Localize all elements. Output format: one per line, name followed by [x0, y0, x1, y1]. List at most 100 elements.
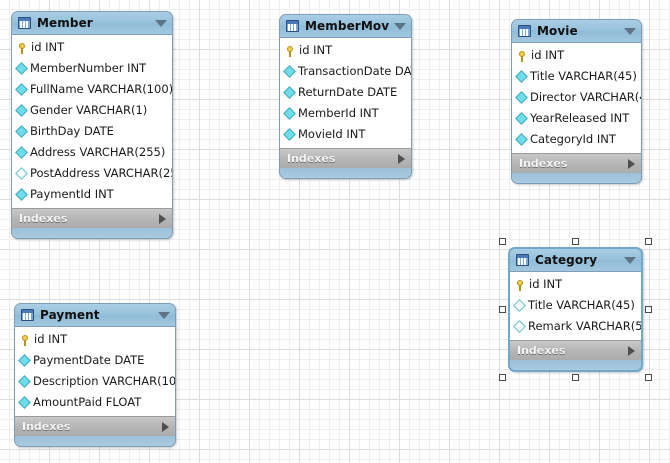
- table-title: Movie: [537, 24, 578, 38]
- indexes-section-member[interactable]: Indexes: [12, 208, 172, 228]
- table-column-row[interactable]: AmountPaid FLOAT: [15, 392, 175, 413]
- table-column-label: Description VARCHAR(100): [33, 373, 176, 388]
- table-column-row[interactable]: id INT: [15, 329, 175, 350]
- table-column-row[interactable]: Gender VARCHAR(1): [12, 100, 172, 121]
- table-icon: [18, 17, 31, 29]
- table-column-row[interactable]: id INT: [12, 37, 172, 58]
- key-icon: [16, 42, 28, 54]
- table-icon: [518, 25, 531, 37]
- table-node-movie[interactable]: Movie id INT Title VARCHAR(45) Director VAR…: [511, 19, 642, 184]
- table-node-category[interactable]: Category id INT Title VARCHAR(45)Remark VA…: [508, 247, 643, 372]
- table-icon: [286, 20, 299, 32]
- diamond-icon: [283, 86, 296, 99]
- chevron-down-icon[interactable]: [155, 19, 167, 27]
- diamond-icon: [283, 107, 296, 120]
- resize-handle-n[interactable]: [572, 238, 579, 245]
- table-column-row[interactable]: TransactionDate DATE: [280, 61, 411, 82]
- table-column-label: MemberId INT: [298, 105, 379, 120]
- table-column-row[interactable]: Remark VARCHAR(500): [510, 316, 641, 337]
- table-column-label: id INT: [299, 42, 333, 57]
- indexes-section-payment[interactable]: Indexes: [15, 416, 175, 436]
- chevron-down-icon[interactable]: [624, 256, 636, 264]
- table-header-payment[interactable]: Payment: [15, 304, 175, 327]
- table-title: Payment: [40, 308, 100, 322]
- table-footer: [510, 360, 641, 370]
- table-column-row[interactable]: id INT: [510, 274, 641, 295]
- table-column-row[interactable]: YearReleased INT: [512, 108, 641, 129]
- table-column-row[interactable]: PaymentDate DATE: [15, 350, 175, 371]
- diamond-icon: [283, 128, 296, 141]
- table-footer: [280, 168, 411, 178]
- resize-handle-se[interactable]: [645, 374, 652, 381]
- table-header-movie[interactable]: Movie: [512, 20, 641, 43]
- table-title: MemberMovie: [305, 19, 390, 33]
- table-column-label: FullName VARCHAR(100): [30, 81, 173, 96]
- table-column-list: id INT Title VARCHAR(45) Director VARCHAR(…: [512, 43, 641, 153]
- indexes-section-category[interactable]: Indexes: [510, 340, 641, 360]
- resize-handle-w[interactable]: [499, 306, 506, 313]
- diamond-icon: [515, 70, 528, 83]
- diamond-outline-icon: [513, 299, 526, 312]
- indexes-section-membermovie[interactable]: Indexes: [280, 148, 411, 168]
- resize-handle-e[interactable]: [645, 306, 652, 313]
- chevron-down-icon[interactable]: [158, 311, 170, 319]
- resize-handle-nw[interactable]: [499, 238, 506, 245]
- triangle-right-icon[interactable]: [628, 158, 635, 169]
- indexes-label: Indexes: [517, 344, 566, 357]
- table-column-row[interactable]: FullName VARCHAR(100): [12, 79, 172, 100]
- table-title: Category: [535, 253, 598, 267]
- table-column-row[interactable]: id INT: [280, 40, 411, 61]
- table-column-row[interactable]: Description VARCHAR(100): [15, 371, 175, 392]
- diamond-icon: [283, 65, 296, 78]
- table-column-row[interactable]: BirthDay DATE: [12, 121, 172, 142]
- resize-handle-ne[interactable]: [645, 238, 652, 245]
- table-column-row[interactable]: id INT: [512, 45, 641, 66]
- table-column-row[interactable]: Director VARCHAR(45): [512, 87, 641, 108]
- table-column-row[interactable]: Title VARCHAR(45): [510, 295, 641, 316]
- indexes-section-movie[interactable]: Indexes: [512, 153, 641, 173]
- indexes-label: Indexes: [22, 420, 71, 433]
- table-footer: [15, 436, 175, 446]
- table-column-label: id INT: [531, 47, 565, 62]
- table-column-label: YearReleased INT: [530, 110, 630, 125]
- diamond-icon: [15, 146, 28, 159]
- triangle-right-icon[interactable]: [628, 345, 635, 356]
- table-column-label: BirthDay DATE: [30, 123, 114, 138]
- resize-handle-s[interactable]: [572, 374, 579, 381]
- indexes-label: Indexes: [19, 212, 68, 225]
- diamond-icon: [515, 112, 528, 125]
- chevron-down-icon[interactable]: [394, 22, 406, 30]
- triangle-right-icon[interactable]: [398, 153, 405, 164]
- table-column-row[interactable]: MemberId INT: [280, 103, 411, 124]
- diamond-icon: [15, 62, 28, 75]
- diamond-icon: [15, 83, 28, 96]
- table-column-row[interactable]: PostAddress VARCHAR(255): [12, 163, 172, 184]
- resize-handle-sw[interactable]: [499, 374, 506, 381]
- table-column-row[interactable]: MemberNumber INT: [12, 58, 172, 79]
- table-header-membermovie[interactable]: MemberMovie: [280, 15, 411, 38]
- triangle-right-icon[interactable]: [162, 421, 169, 432]
- diamond-icon: [15, 188, 28, 201]
- table-column-row[interactable]: CategoryId INT: [512, 129, 641, 150]
- table-title: Member: [37, 16, 93, 30]
- table-icon: [21, 309, 34, 321]
- chevron-down-icon[interactable]: [624, 27, 636, 35]
- table-header-member[interactable]: Member: [12, 12, 172, 35]
- table-column-label: ReturnDate DATE: [298, 84, 398, 99]
- table-header-category[interactable]: Category: [510, 249, 641, 272]
- table-column-label: Title VARCHAR(45): [530, 68, 637, 83]
- table-column-row[interactable]: MovieId INT: [280, 124, 411, 145]
- triangle-right-icon[interactable]: [159, 213, 166, 224]
- table-column-row[interactable]: Address VARCHAR(255): [12, 142, 172, 163]
- table-node-membermovie[interactable]: MemberMovie id INT TransactionDate DATE Ret…: [279, 14, 412, 179]
- key-icon: [19, 334, 31, 346]
- table-column-row[interactable]: PaymentId INT: [12, 184, 172, 205]
- table-column-label: Gender VARCHAR(1): [30, 102, 148, 117]
- table-column-row[interactable]: Title VARCHAR(45): [512, 66, 641, 87]
- table-column-row[interactable]: ReturnDate DATE: [280, 82, 411, 103]
- table-column-label: id INT: [529, 276, 563, 291]
